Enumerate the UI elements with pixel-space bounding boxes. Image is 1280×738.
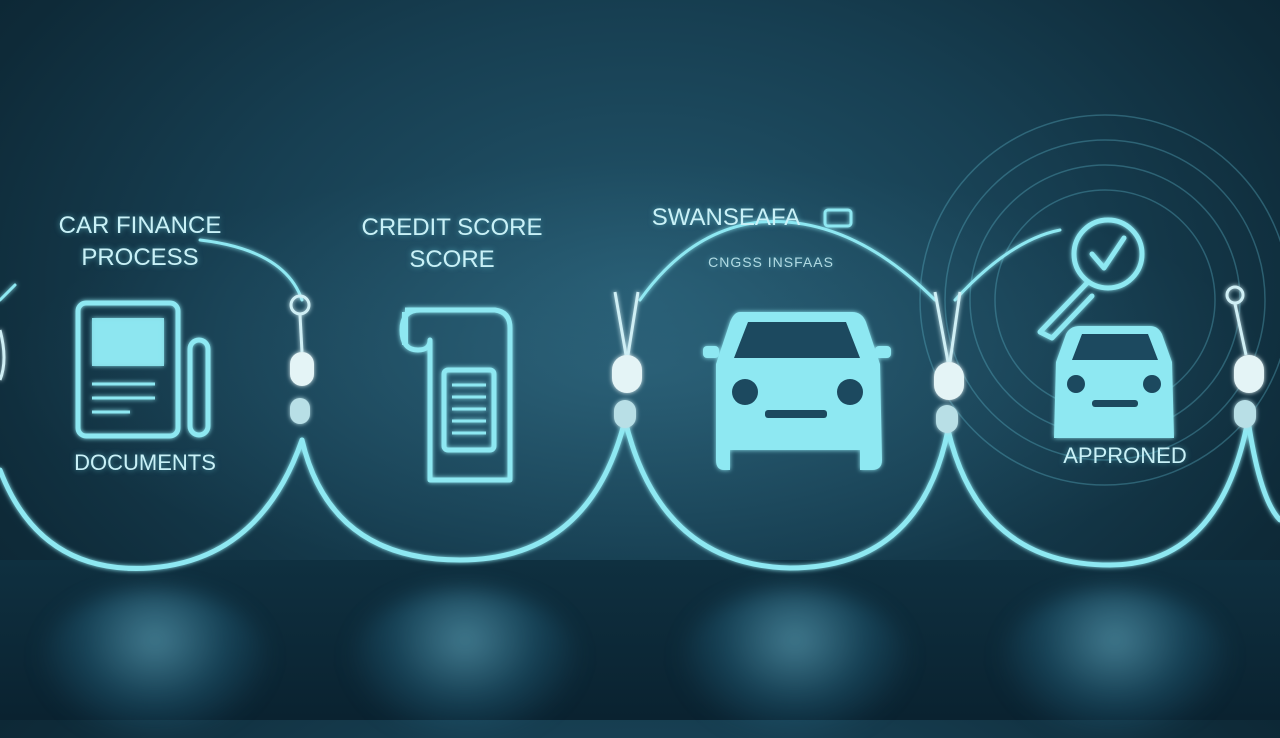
car-badge-icon bbox=[823, 208, 853, 228]
stage-1-title-line1: CAR FINANCE bbox=[58, 212, 222, 239]
stage-4-bottom-label: APPRONED bbox=[1063, 443, 1187, 468]
stage-ring bbox=[299, 417, 628, 563]
connector-node bbox=[933, 291, 964, 433]
stage-2-title: CREDIT SCORE SCORE bbox=[352, 212, 552, 276]
floor-reflection bbox=[40, 588, 270, 738]
stage-2-title-line1: CREDIT SCORE bbox=[361, 214, 543, 241]
stage-ring bbox=[1245, 417, 1280, 523]
floor-reflection bbox=[680, 588, 910, 738]
stage-ring bbox=[622, 417, 951, 571]
connector-nodes bbox=[0, 285, 1264, 433]
stage-ring bbox=[945, 417, 1251, 568]
stage-1-bottom-label: DOCUMENTS bbox=[74, 450, 216, 475]
stage-ring bbox=[638, 219, 937, 302]
stage-ring bbox=[198, 238, 304, 302]
stage-1-title: CAR FINANCE PROCESS bbox=[40, 210, 240, 274]
stage-1-title-line2: PROCESS bbox=[81, 244, 199, 271]
connector-node bbox=[289, 294, 314, 424]
stage-2-title-line2: SCORE bbox=[409, 246, 495, 273]
document-pen-icon bbox=[75, 300, 211, 439]
connector-node bbox=[612, 291, 642, 428]
floor-reflection bbox=[1000, 588, 1230, 738]
stage-3-title: SWANSEAFA bbox=[651, 204, 801, 231]
stage-ring bbox=[0, 283, 17, 302]
floor-reflection bbox=[350, 588, 580, 738]
connector-node bbox=[1225, 285, 1264, 428]
connector-node bbox=[0, 329, 6, 381]
car-key-approved-icon bbox=[1054, 326, 1174, 438]
scroll-document-icon bbox=[399, 307, 513, 483]
process-chain bbox=[0, 114, 1280, 571]
stage-ring bbox=[953, 228, 1062, 302]
stage-ring bbox=[0, 437, 305, 571]
key-check-icon bbox=[1037, 217, 1145, 341]
car-front-icon bbox=[703, 312, 891, 470]
stage-3-subtitle: CNGSS INSFAAS bbox=[708, 254, 834, 270]
